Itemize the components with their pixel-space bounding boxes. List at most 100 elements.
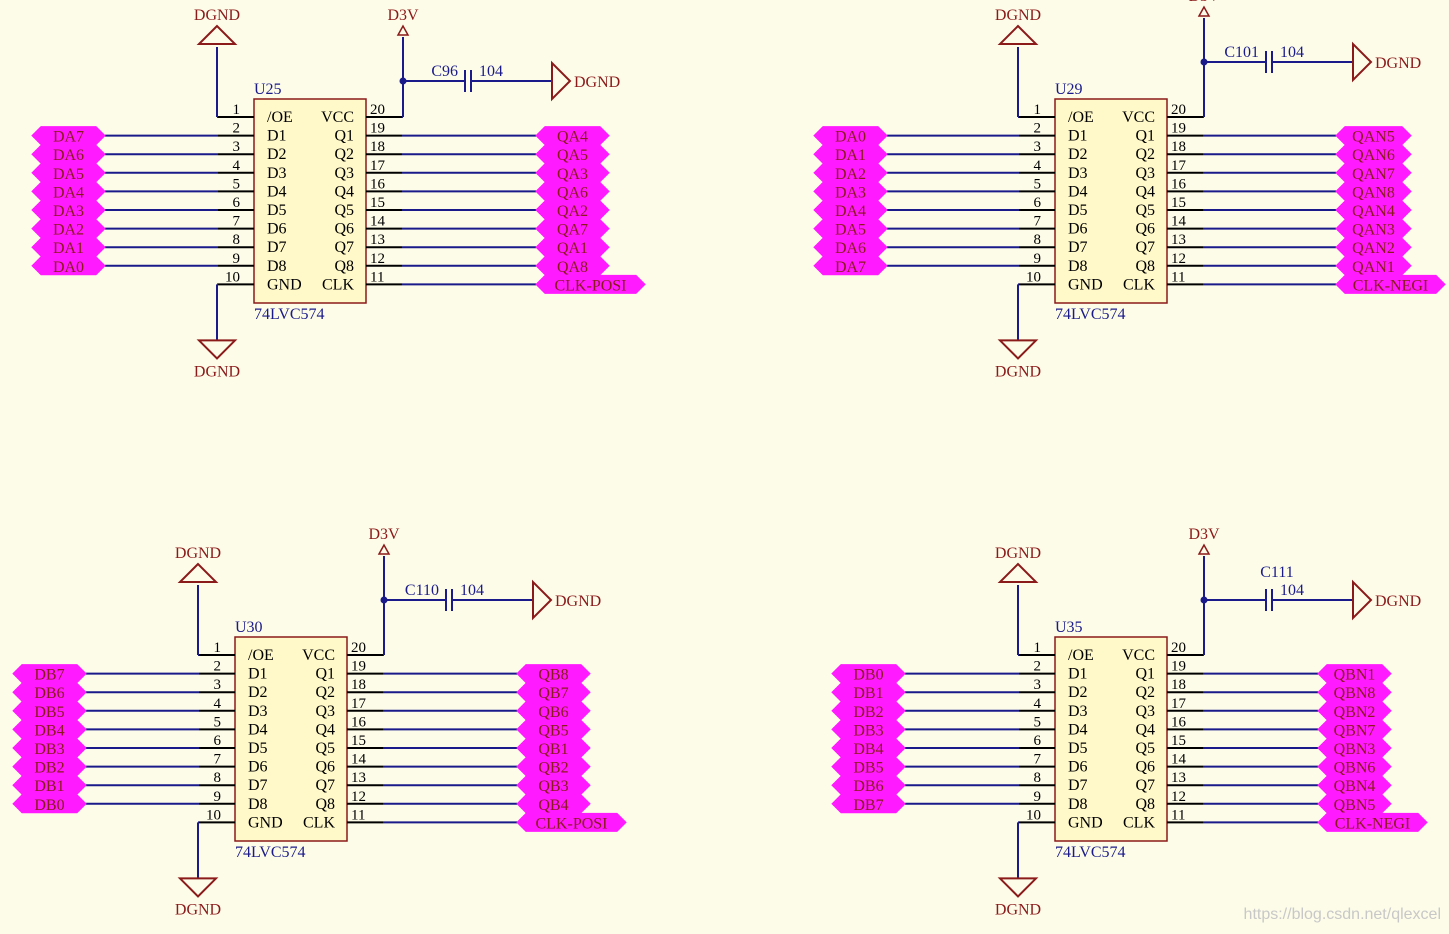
pin-number-right: 14 <box>370 214 386 230</box>
input-port-shape <box>31 256 106 276</box>
pin-name-right: Q1 <box>1135 666 1155 683</box>
output-port-shape <box>516 738 591 758</box>
pin-name-left: GND <box>1068 814 1103 831</box>
pin-number-right: 18 <box>351 677 366 693</box>
pin-number-right: 14 <box>1171 752 1187 768</box>
chip-part-number: 74LVC574 <box>235 844 306 861</box>
pin-number-left: 8 <box>1034 770 1042 786</box>
output-port: QB7 <box>538 685 568 702</box>
pin-number-right: 15 <box>1171 733 1186 749</box>
pin-name-right: Q8 <box>315 796 335 813</box>
output-port: QB5 <box>538 722 568 739</box>
input-port: DA1 <box>835 147 866 164</box>
pin-name-right: CLK <box>1123 276 1155 293</box>
input-port-shape <box>31 219 106 239</box>
output-port: QAN6 <box>1352 147 1395 164</box>
pin-number-left: 2 <box>1034 659 1042 675</box>
ground-label: DGND <box>194 7 240 24</box>
input-port-shape <box>813 237 888 257</box>
clock-port-shape <box>1317 812 1428 832</box>
pin-number-left: 3 <box>1034 677 1042 693</box>
output-port: QAN3 <box>1352 222 1395 239</box>
output-port-shape <box>516 664 591 684</box>
input-port: DB7 <box>34 667 64 684</box>
input-port: DA4 <box>835 203 866 220</box>
output-port-shape <box>535 256 610 276</box>
input-port: DB0 <box>853 667 883 684</box>
input-port: DB4 <box>853 741 883 758</box>
output-port-shape <box>516 757 591 777</box>
capacitor-designator: C101 <box>1224 44 1259 61</box>
pin-name-left: D7 <box>248 777 268 794</box>
pin-name-right: Q2 <box>1135 146 1155 163</box>
input-port: DA5 <box>53 166 84 183</box>
pin-number-left: 10 <box>206 807 221 823</box>
input-port-shape <box>12 701 87 721</box>
output-port-shape <box>1317 664 1392 684</box>
ground-label: DGND <box>1375 593 1421 610</box>
pin-number-left: 8 <box>233 232 241 248</box>
capacitor-value: 104 <box>1280 582 1304 599</box>
pin-number-right: 19 <box>1171 659 1186 675</box>
chip-body <box>1054 636 1168 842</box>
input-port: DA0 <box>53 259 84 276</box>
pin-number-right: 18 <box>1171 677 1186 693</box>
output-port-shape <box>535 144 610 164</box>
pin-number-left: 4 <box>1034 696 1042 712</box>
pin-number-right: 17 <box>370 158 386 174</box>
output-port-shape <box>535 181 610 201</box>
output-port: QAN2 <box>1352 240 1395 257</box>
pin-name-left: D1 <box>1068 666 1088 683</box>
output-port: QAN7 <box>1352 166 1395 183</box>
pin-name-left: D8 <box>1068 796 1088 813</box>
supply-label: D3V <box>387 7 419 24</box>
input-port-shape <box>31 237 106 257</box>
pin-number-right: 17 <box>1171 696 1187 712</box>
pin-number-right: 11 <box>370 269 384 285</box>
output-port-shape <box>1335 163 1412 183</box>
input-port: DB7 <box>853 797 883 814</box>
ground-label: DGND <box>1375 55 1421 72</box>
pin-number-left: 7 <box>1034 752 1042 768</box>
pin-number-right: 19 <box>370 121 385 137</box>
pin-name-right: VCC <box>1122 109 1155 126</box>
pin-name-right: VCC <box>1122 647 1155 664</box>
ground-symbol <box>997 339 1039 360</box>
pin-number-left: 1 <box>214 640 222 656</box>
pin-number-right: 20 <box>1171 640 1186 656</box>
input-port-shape <box>831 794 906 814</box>
pin-name-left: /OE <box>1068 647 1094 664</box>
pin-name-right: Q4 <box>334 183 354 200</box>
pin-name-left: D4 <box>267 183 287 200</box>
output-port: QBN3 <box>1334 741 1376 758</box>
supply-label: D3V <box>368 526 400 543</box>
pin-number-right: 16 <box>1171 176 1187 192</box>
input-port-shape <box>31 181 106 201</box>
ground-label: DGND <box>574 74 620 91</box>
input-port: DB4 <box>34 722 64 739</box>
pin-name-left: D2 <box>248 684 268 701</box>
pin-number-right: 12 <box>1171 789 1186 805</box>
pin-number-left: 9 <box>1034 251 1042 267</box>
pin-number-left: 5 <box>1034 176 1042 192</box>
pin-name-left: D5 <box>1068 740 1088 757</box>
output-port: QA1 <box>557 240 588 257</box>
pin-name-right: Q2 <box>334 146 354 163</box>
input-port: DA7 <box>53 129 84 146</box>
supply-arrow-icon <box>1197 543 1211 555</box>
pin-number-left: 9 <box>233 251 241 267</box>
pin-name-right: Q1 <box>1135 128 1155 145</box>
ground-symbol <box>1352 579 1373 621</box>
clock-port: CLK-POSI <box>535 815 607 832</box>
pin-number-right: 16 <box>1171 714 1187 730</box>
output-port: QBN6 <box>1334 760 1376 777</box>
pin-number-right: 16 <box>370 176 386 192</box>
pin-number-left: 5 <box>214 714 222 730</box>
output-port-shape <box>535 200 610 220</box>
pin-number-left: 10 <box>1026 269 1041 285</box>
output-port: QBN2 <box>1334 704 1376 721</box>
pin-name-left: D2 <box>267 146 287 163</box>
pin-name-left: D8 <box>267 258 287 275</box>
